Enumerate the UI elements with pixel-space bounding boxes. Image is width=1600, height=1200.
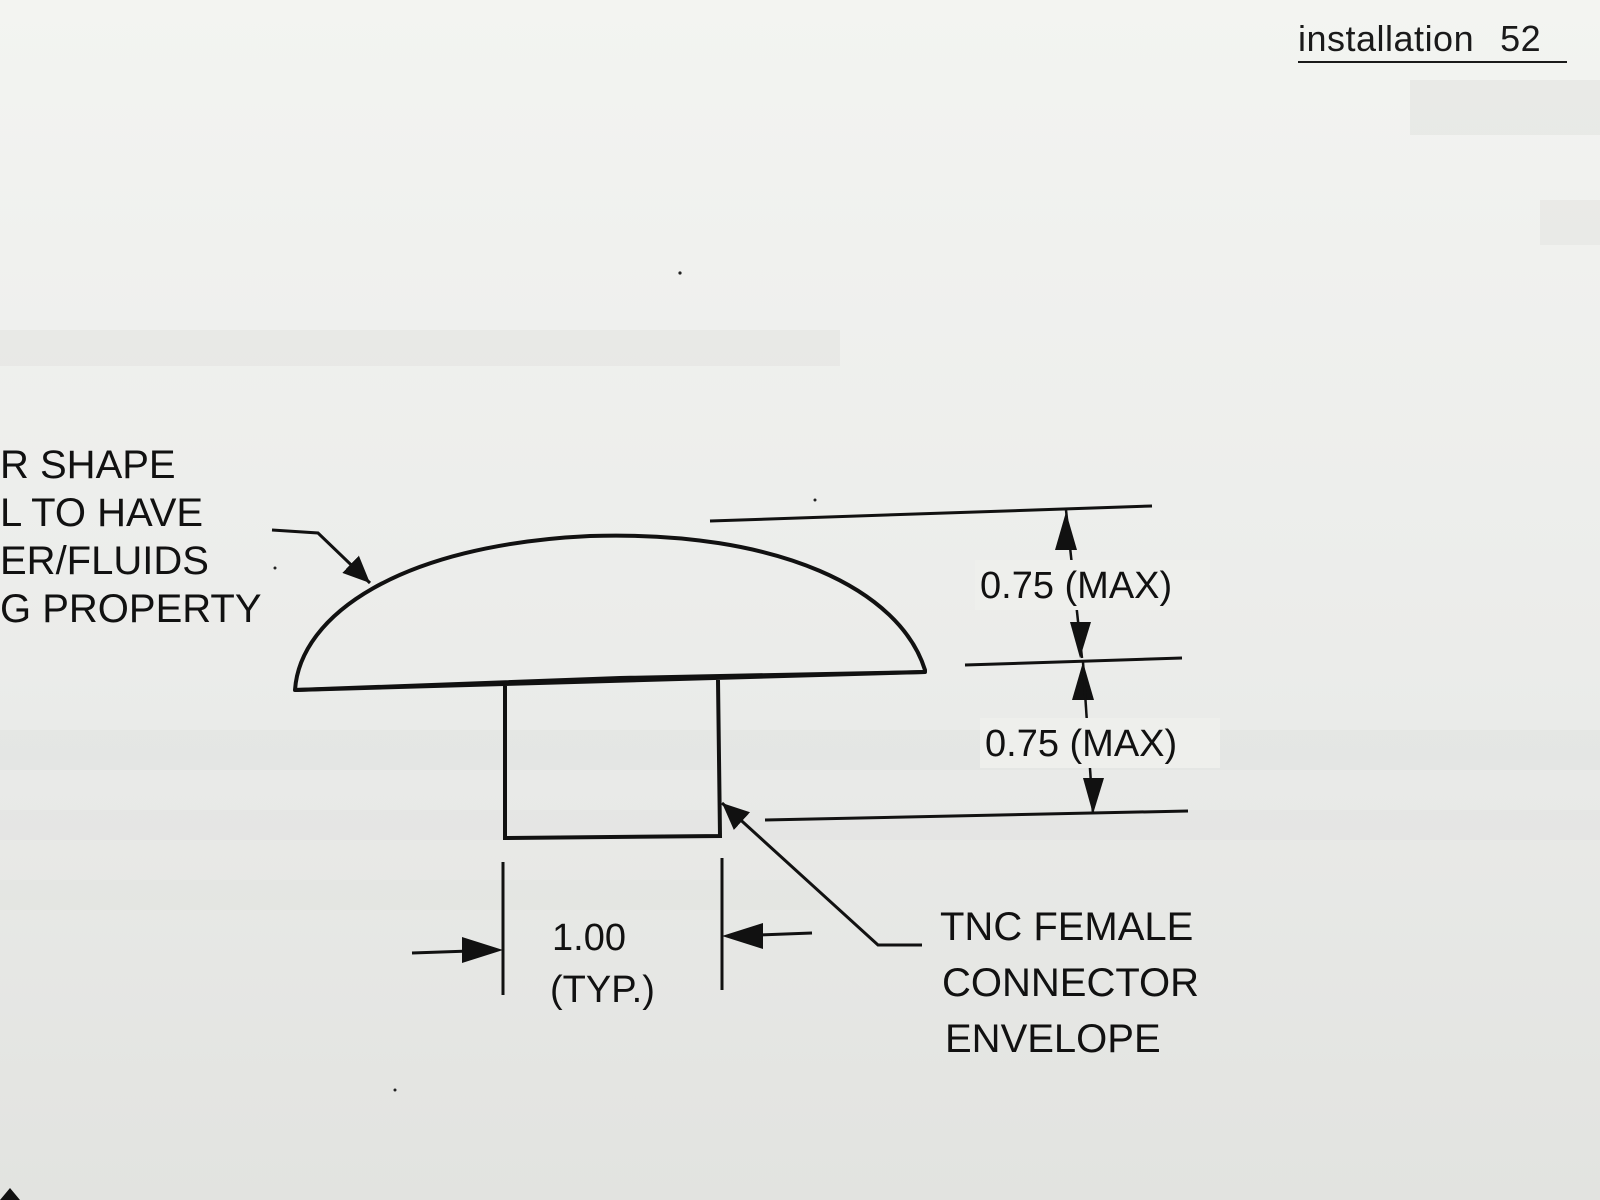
top-extension-line [709,504,1153,523]
dim-width-note: (TYP.) [550,969,655,1011]
connector-envelope [503,679,723,841]
left-label-line-4: G PROPERTY [0,587,262,631]
connector-label: TNC FEMALE CONNECTOR ENVELOPE [940,905,1199,1061]
bottom-extension-line [764,809,1189,822]
connector-label-line-3: ENVELOPE [945,1017,1161,1061]
page-corner-mark [0,1188,20,1200]
left-leader-arrow [271,528,372,585]
header-section: installation [1298,18,1475,59]
connector-label-line-2: CONNECTOR [942,961,1199,1005]
connector-label-line-1: TNC FEMALE [940,905,1193,949]
left-label-line-1: R SHAPE [0,443,176,487]
left-label-line-2: L TO HAVE [0,491,203,535]
connector-leader-arrow [720,801,922,947]
dome-base-line [294,670,926,692]
dim-width-value: 1.00 [552,917,626,959]
page-header: installation 52 [1298,18,1568,63]
left-label-line-3: ER/FLUIDS [0,539,209,583]
dome-shape [293,533,927,692]
scan-specks [273,271,817,1092]
dim-top-label: 0.75 (MAX) [980,565,1172,607]
left-label: R SHAPE L TO HAVE ER/FLUIDS G PROPERTY [0,443,262,631]
width-dimension [411,858,813,995]
mid-extension-line [964,656,1183,667]
dim-bottom-label: 0.75 (MAX) [985,723,1177,765]
bleed-through [0,80,1600,910]
header-page-number: 52 [1500,18,1542,59]
